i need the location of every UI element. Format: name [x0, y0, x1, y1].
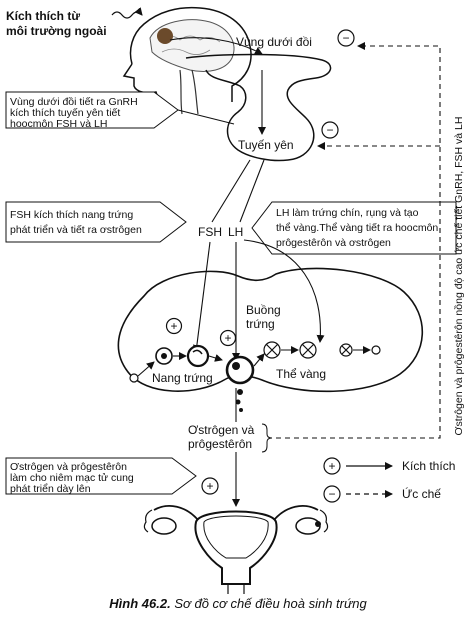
gnrh-note-pointer — [177, 109, 235, 125]
gnrh-note-box — [5, 91, 179, 129]
corpus-luteum-label: Thể vàng — [276, 367, 326, 381]
fsh-to-follicle-arrow — [192, 241, 211, 353]
lh-note-line2: thể vàng.Thể vàng tiết ra hoocmôn — [276, 222, 438, 234]
legend: + Kích thích − Ức chế — [323, 457, 455, 503]
pituitary-to-fsh-line — [211, 159, 251, 223]
hormones-label-line1: Ơstrôgen và — [188, 423, 255, 437]
ovary-stimulate-marker-1: + — [165, 317, 183, 335]
figure-caption: Hình 46.2. Sơ đồ cơ chế điều hoà sinh tr… — [0, 596, 476, 611]
uterus-note-line3: phát triển dày lên — [10, 483, 91, 495]
svg-text:−: − — [326, 123, 333, 137]
lh-note-box — [251, 201, 457, 255]
uterus-note-box — [5, 457, 197, 495]
legend-stimulate-icon: + — [323, 457, 341, 475]
legend-stimulate-label: Kích thích — [402, 459, 455, 473]
head-to-hypothalamus-arrow — [169, 37, 263, 55]
ovary-stimulate-marker-2: + — [219, 329, 237, 347]
uterus-note-line1: Ơstrôgen và prôgestêrôn — [10, 461, 127, 473]
svg-text:−: − — [342, 31, 349, 45]
lh-note-line3: prôgestêrôn và ơstrôgen — [276, 237, 391, 249]
ovary-outline — [117, 267, 424, 393]
legend-inhibit-label: Ức chế — [402, 486, 441, 501]
lh-note-line1: LH làm trứng chín, rụng và tạo — [276, 207, 419, 219]
stimulus-label-line1: Kích thích từ — [6, 9, 80, 23]
lh-to-corpus-luteum-arrow — [243, 239, 325, 343]
pituitary-inhibit-marker: − — [321, 121, 339, 139]
fsh-note-box — [5, 201, 187, 243]
stimulus-wavy-arrow — [111, 7, 143, 19]
gnrh-note-line2: kích thích tuyến yên tiết — [10, 107, 120, 119]
hypothalamus-inhibit-marker: − — [337, 29, 355, 47]
fsh-note-line2: phát triển và tiết ra ơstrôgen — [10, 224, 142, 236]
hormones-label-line2: prôgestêrôn — [188, 437, 252, 451]
hypothalamus-label: Vùng dưới đồi — [236, 35, 312, 49]
feedback-dashed-path — [276, 42, 441, 439]
uterus-note-line2: làm cho niêm mạc tử cung — [10, 472, 134, 484]
pituitary-to-lh-line — [239, 159, 265, 223]
hormones-brace — [261, 423, 273, 453]
legend-inhibit-icon: − — [323, 485, 341, 503]
follicle-development-sequence — [129, 344, 265, 412]
fsh-note-line1: FSH kích thích nang trứng — [10, 209, 133, 221]
svg-text:−: − — [328, 487, 335, 501]
head-silhouette — [122, 6, 252, 115]
fsh-label: FSH — [198, 225, 222, 239]
gnrh-note-line3: hoocmôn FSH và LH — [10, 118, 107, 130]
follicle-label: Nang trứng — [152, 371, 213, 385]
hypothalamus-outline — [185, 53, 332, 162]
uterus-illustration — [143, 505, 329, 594]
gnrh-note-line1: Vùng dưới đồi tiết ra GnRH — [10, 96, 138, 108]
feedback-label: Ơstrôgen và prôgestêrôn nồng độ cao ức c… — [453, 117, 465, 436]
svg-text:+: + — [224, 331, 231, 345]
figure-title: Sơ đồ cơ chế điều hoà sinh trứng — [174, 596, 367, 611]
corpus-luteum-sequence — [263, 341, 381, 359]
svg-text:+: + — [328, 459, 335, 473]
figure-number: Hình 46.2. — [109, 596, 171, 611]
uterus-stimulate-marker: + — [201, 477, 219, 495]
ovary-label-line2: trứng — [246, 317, 275, 331]
lh-label: LH — [228, 225, 243, 239]
pituitary-label: Tuyến yên — [238, 138, 294, 152]
svg-text:+: + — [170, 319, 177, 333]
brain-highlight — [157, 28, 173, 44]
ovary-label-line1: Buồng — [246, 303, 281, 317]
stimulus-label-line2: môi trường ngoài — [6, 24, 107, 38]
svg-text:+: + — [206, 479, 213, 493]
